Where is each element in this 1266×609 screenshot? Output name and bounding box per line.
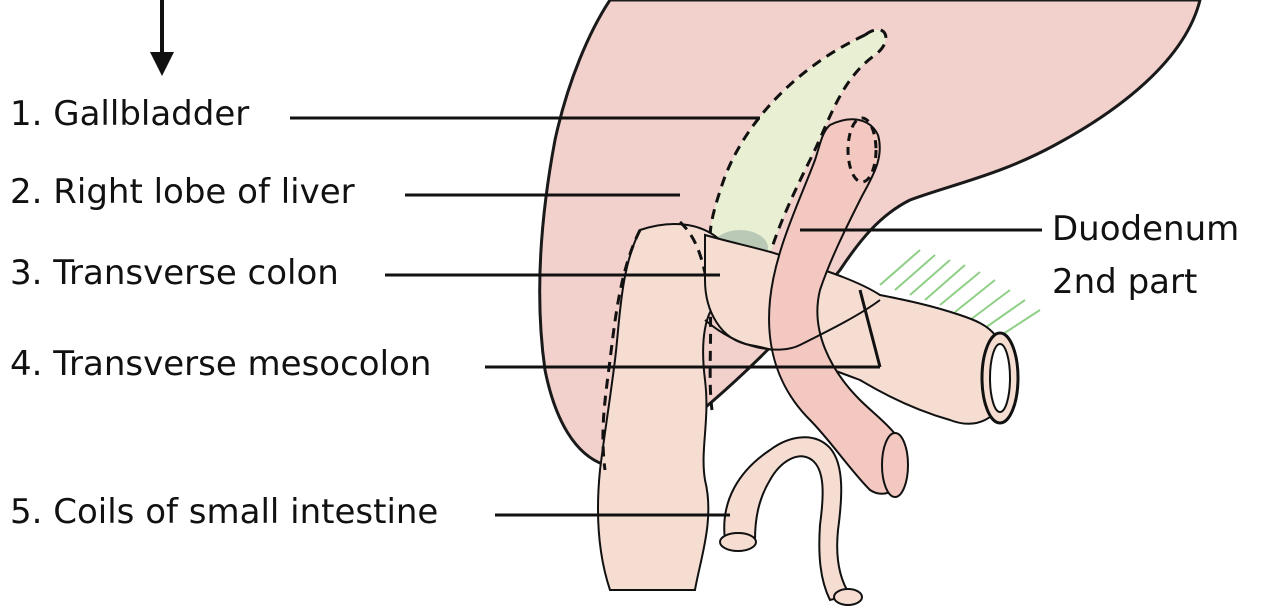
label-transverse-colon: 3. Transverse colon	[10, 256, 339, 290]
colon-lumen-inner	[990, 344, 1010, 412]
label-gallbladder: 1. Gallbladder	[10, 97, 249, 131]
intestine-opening-1	[720, 533, 756, 551]
intestine-opening-2	[834, 589, 862, 605]
small-intestine	[724, 437, 850, 600]
duodenum-lumen	[882, 433, 908, 497]
label-transverse-mesocolon: 4. Transverse mesocolon	[10, 347, 431, 381]
down-arrow-icon	[150, 0, 174, 76]
label-small-intestine: 5. Coils of small intestine	[10, 495, 438, 529]
label-right-lobe-liver: 2. Right lobe of liver	[10, 175, 355, 209]
label-duodenum: Duodenum	[1052, 212, 1239, 246]
label-duodenum-part: 2nd part	[1052, 265, 1197, 299]
